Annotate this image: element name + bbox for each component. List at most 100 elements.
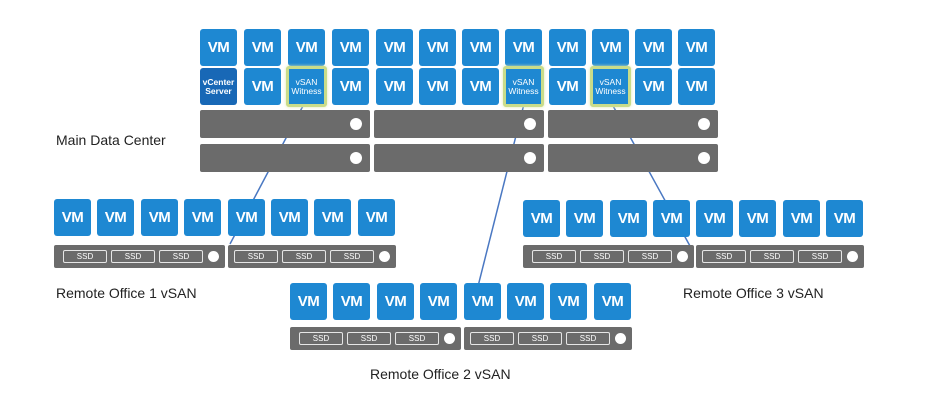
- server-unit: [548, 144, 718, 172]
- witness-line2: Witness: [595, 85, 626, 96]
- ssd-drive: SSD: [580, 250, 624, 263]
- vm-box: VM: [739, 200, 776, 237]
- power-led-icon: [208, 251, 219, 262]
- witness-line1: vSAN: [512, 76, 535, 87]
- vm-box: VM: [288, 29, 325, 66]
- vm-box: VM: [507, 283, 544, 320]
- server-unit: [374, 110, 544, 138]
- vm-box: VM: [566, 200, 603, 237]
- vm-box: VM: [184, 199, 221, 236]
- server-unit: SSD SSD SSD: [696, 245, 864, 268]
- vm-box: VM: [462, 68, 499, 105]
- vm-box: VM: [97, 199, 134, 236]
- power-led-icon: [615, 333, 626, 344]
- ssd-drive: SSD: [702, 250, 746, 263]
- vm-box: VM: [377, 283, 414, 320]
- ssd-drive: SSD: [518, 332, 562, 345]
- ssd-drive: SSD: [470, 332, 514, 345]
- vm-box: VM: [550, 283, 587, 320]
- witness-line2: Witness: [291, 85, 322, 96]
- ssd-drive: SSD: [566, 332, 610, 345]
- power-led-icon: [444, 333, 455, 344]
- witness-line1: vSAN: [295, 76, 318, 87]
- server-unit: [200, 144, 370, 172]
- vm-box: VM: [376, 29, 413, 66]
- ssd-drive: SSD: [63, 250, 107, 263]
- main-data-center-label: Main Data Center: [56, 132, 166, 148]
- witness-line1: vSAN: [599, 76, 622, 87]
- vcenter-line2: Server: [205, 85, 232, 96]
- vm-box: VM: [464, 283, 501, 320]
- vm-box: VM: [696, 200, 733, 237]
- vm-box: VM: [141, 199, 178, 236]
- vm-box: VM: [244, 68, 281, 105]
- power-led-icon: [524, 118, 536, 130]
- ssd-drive: SSD: [111, 250, 155, 263]
- vm-box: VM: [376, 68, 413, 105]
- vm-box: VM: [358, 199, 395, 236]
- vm-box: VM: [505, 29, 542, 66]
- ssd-drive: SSD: [532, 250, 576, 263]
- vm-box: VM: [314, 199, 351, 236]
- vm-box: VM: [523, 200, 560, 237]
- vcenter-line1: vCenter: [202, 76, 235, 87]
- vm-box: VM: [271, 199, 308, 236]
- vm-box: VM: [592, 29, 629, 66]
- vm-box: VM: [678, 29, 715, 66]
- ssd-drive: SSD: [159, 250, 203, 263]
- ssd-drive: SSD: [750, 250, 794, 263]
- server-unit: [200, 110, 370, 138]
- vm-box: VM: [228, 199, 265, 236]
- vm-box: VM: [419, 68, 456, 105]
- vm-box: VM: [333, 283, 370, 320]
- ssd-drive: SSD: [299, 332, 343, 345]
- vm-box: VM: [462, 29, 499, 66]
- remote-office-1-label: Remote Office 1 vSAN: [56, 285, 197, 301]
- ssd-drive: SSD: [347, 332, 391, 345]
- vm-box: VM: [783, 200, 820, 237]
- power-led-icon: [698, 152, 710, 164]
- ssd-drive: SSD: [282, 250, 326, 263]
- power-led-icon: [847, 251, 858, 262]
- power-led-icon: [350, 152, 362, 164]
- server-unit: SSD SSD SSD: [54, 245, 225, 268]
- vm-box: VM: [200, 29, 237, 66]
- server-unit: SSD SSD SSD: [290, 327, 461, 350]
- vm-box: VM: [826, 200, 863, 237]
- ssd-drive: SSD: [798, 250, 842, 263]
- vm-box: VM: [635, 29, 672, 66]
- vm-box: VM: [332, 29, 369, 66]
- server-unit: [374, 144, 544, 172]
- ssd-drive: SSD: [234, 250, 278, 263]
- server-unit: [548, 110, 718, 138]
- power-led-icon: [677, 251, 688, 262]
- vm-box: VM: [653, 200, 690, 237]
- power-led-icon: [350, 118, 362, 130]
- vm-box: VM: [244, 29, 281, 66]
- power-led-icon: [524, 152, 536, 164]
- ssd-drive: SSD: [628, 250, 672, 263]
- witness-line2: Witness: [508, 85, 539, 96]
- remote-office-3-label: Remote Office 3 vSAN: [683, 285, 824, 301]
- ssd-drive: SSD: [395, 332, 439, 345]
- vm-box: VM: [419, 29, 456, 66]
- power-led-icon: [698, 118, 710, 130]
- vm-box: VM: [290, 283, 327, 320]
- ssd-drive: SSD: [330, 250, 374, 263]
- vm-box: VM: [549, 68, 586, 105]
- vm-box: VM: [635, 68, 672, 105]
- power-led-icon: [379, 251, 390, 262]
- vm-box: VM: [678, 68, 715, 105]
- server-unit: SSD SSD SSD: [228, 245, 396, 268]
- link-remote2: [469, 103, 525, 319]
- vm-box: VM: [610, 200, 647, 237]
- vm-box: VM: [420, 283, 457, 320]
- vm-box: VM: [54, 199, 91, 236]
- vm-box: VM: [332, 68, 369, 105]
- server-unit: SSD SSD SSD: [523, 245, 694, 268]
- remote-office-2-label: Remote Office 2 vSAN: [370, 366, 511, 382]
